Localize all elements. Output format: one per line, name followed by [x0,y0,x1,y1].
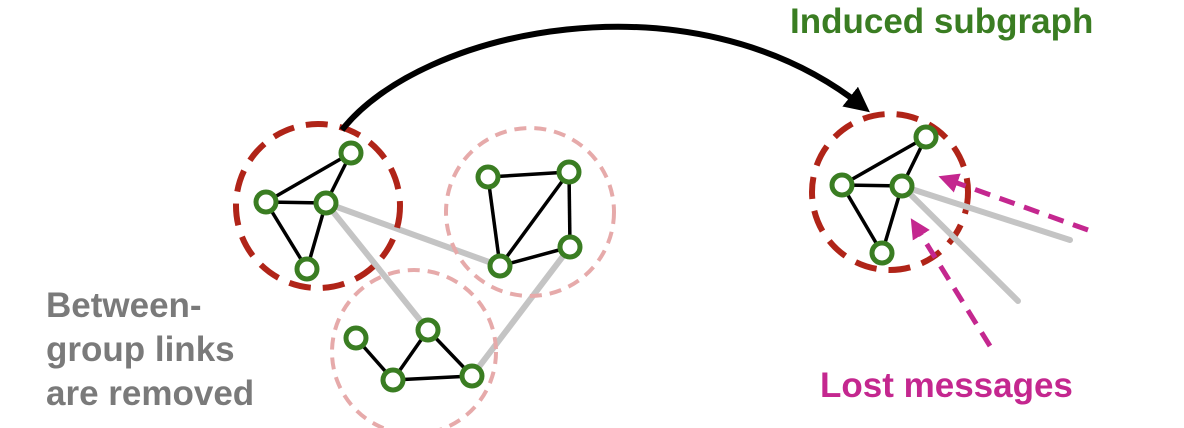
graph-node [459,363,485,389]
between-group-label-line: group links [46,330,235,369]
intra-edge [567,171,572,248]
intra-edge [840,184,884,254]
intra-edge [265,151,352,204]
graph-node [829,172,855,198]
group-circle-right [444,126,616,298]
bottom-group-edges [354,328,474,382]
group-circle-bottom [330,268,498,428]
graph-node [338,140,364,166]
graph-node [487,253,513,279]
graph-node [313,190,339,216]
graph-node [343,325,369,351]
graph-node [913,124,939,150]
intra-edge [487,170,570,179]
between-group-label-line: Between- [46,286,202,325]
graph-node [380,367,406,393]
induced-subgraph-label: Induced subgraph [790,2,1094,41]
nodes [253,124,939,393]
graph-node [475,164,501,190]
transfer-arrow [339,23,870,132]
intra-edge [392,374,473,382]
between-group-links [323,200,573,379]
graph-node [253,189,279,215]
right-group-edges [486,170,572,268]
intra-edge [841,135,927,187]
dangling-edge [899,183,1021,304]
intra-edge [264,201,309,270]
lost-messages-label: Lost messages [820,366,1073,405]
inter-edge [469,244,573,379]
inter-edge [323,200,503,269]
graph-node [869,240,895,266]
induced-group-circle [809,111,971,273]
between-group-label-line: are removed [46,374,255,413]
graph-node [557,234,583,260]
graph-node [556,159,582,185]
lost-message-arrow [910,218,993,348]
intra-edge [498,170,571,268]
selected-group-circle [233,121,403,291]
induced-dangling-links [899,183,1073,304]
between-group-label: Between- group links are removed [46,284,254,416]
graph-node [415,317,441,343]
dangling-edge [899,183,1073,243]
inter-edge [323,200,431,333]
graph-node [889,173,915,199]
selected-group-edges [264,151,353,270]
intra-edge [486,176,502,267]
graph-node [294,256,320,282]
